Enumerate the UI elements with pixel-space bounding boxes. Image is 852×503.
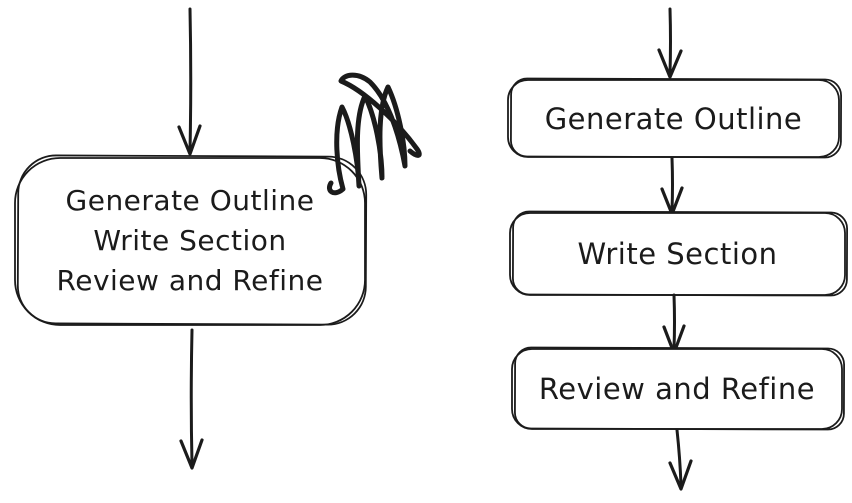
arrow-shaft xyxy=(670,156,674,212)
right-outflow-arrow xyxy=(668,428,693,491)
combined-node-label-line-1: Generate Outline xyxy=(65,184,315,217)
box-outline-overdraw xyxy=(16,154,368,326)
arrow-head-icon xyxy=(657,48,683,79)
box-outline-overdraw xyxy=(512,210,848,297)
arrow-shaft xyxy=(668,7,672,75)
right-node-label-generate-outline: Generate Outline xyxy=(544,101,803,136)
right-node-label-write-section: Write Section xyxy=(577,237,778,271)
combined-node-label-line-2: Write Section xyxy=(93,224,287,257)
scribble-mark-icon xyxy=(327,72,422,196)
left-inflow-arrow xyxy=(177,7,202,156)
right-connector-arrow-1 xyxy=(662,293,686,355)
box-outline xyxy=(14,157,366,326)
arrow-head-icon xyxy=(668,459,693,491)
arrow-head-icon xyxy=(177,124,202,156)
arrow-shaft xyxy=(188,7,193,153)
right-node-box-1 xyxy=(509,210,848,297)
left-outflow-arrow xyxy=(179,328,204,470)
arrow-head-icon xyxy=(179,438,204,470)
box-outline-overdraw xyxy=(514,346,845,431)
arrow-shaft xyxy=(675,428,683,487)
arrow-shaft xyxy=(672,293,676,351)
box-outline-overdraw xyxy=(510,77,842,159)
combined-node-label-line-3: Review and Refine xyxy=(56,264,324,297)
right-node-box-0 xyxy=(507,77,842,159)
right-inflow-arrow xyxy=(657,7,683,79)
combined-node-box xyxy=(14,154,368,326)
right-connector-arrow-0 xyxy=(660,156,684,216)
arrow-shaft xyxy=(189,328,194,466)
combined-node-label: Generate Outline Write Section Review an… xyxy=(14,157,366,325)
right-node-label-review-and-refine: Review and Refine xyxy=(538,372,816,406)
